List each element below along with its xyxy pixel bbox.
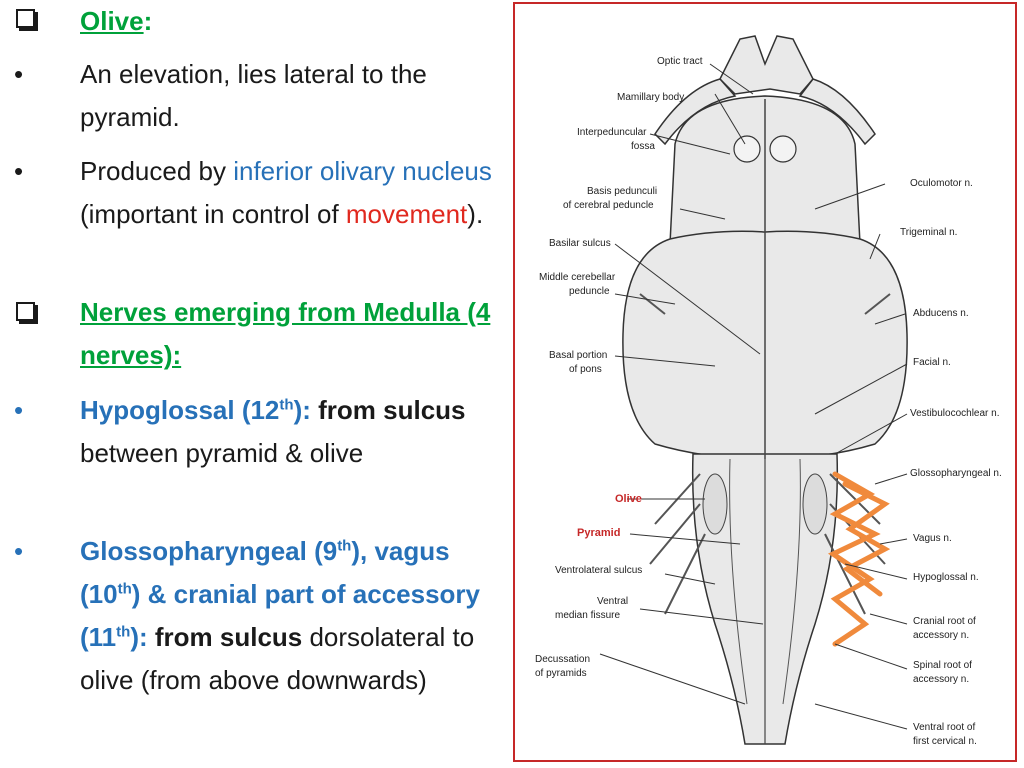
left-olive — [702, 473, 728, 535]
label-spinal-root-1: Spinal root of — [913, 660, 972, 671]
label-interpeduncular-1: Interpeduncular — [577, 127, 647, 138]
label-glossopharyngeal: Glossopharyngeal n. — [910, 468, 1002, 479]
label-vagus: Vagus n. — [913, 533, 952, 544]
glossopharyngeal-point-text: Glossopharyngeal (9th), vagus (10th) & c… — [80, 536, 481, 695]
label-decussation-1: Decussation — [535, 654, 591, 665]
olive-heading: Olive: — [80, 6, 153, 36]
brainstem-drawing — [599, 35, 908, 745]
label-basal-portion-1: Basal portion — [549, 350, 608, 361]
label-basis-pedunculi-1: Basis pedunculi — [587, 186, 658, 197]
olive-point-2-text: Produced by inferior olivary nucleus (im… — [80, 156, 492, 229]
hypoglossal-point-text: Hypoglossal (12th): from sulcus between … — [80, 395, 466, 468]
label-oculomotor: Oculomotor n. — [910, 178, 973, 189]
label-ventral-median-1: Ventral — [597, 596, 629, 607]
label-cranial-root-1: Cranial root of — [913, 616, 976, 627]
label-olive: Olive — [615, 493, 642, 505]
checkbox-bullet-icon — [16, 302, 35, 321]
label-abducens: Abducens n. — [913, 308, 969, 319]
right-trigeminal-stub — [864, 293, 891, 315]
label-basal-portion-2: of pons — [569, 364, 602, 375]
left-optic-tract — [654, 78, 737, 146]
left-trigeminal-stub — [639, 293, 666, 315]
highlighted-nerves — [827, 471, 891, 647]
label-hypoglossal: Hypoglossal n. — [913, 572, 979, 583]
nerves-heading: Nerves emerging from Medulla (4 nerves): — [80, 297, 491, 370]
label-ventrolateral-sulcus: Ventrolateral sulcus — [555, 565, 643, 576]
label-ventral-root-2: first cervical n. — [913, 736, 977, 747]
right-pyramid — [782, 458, 801, 705]
label-trigeminal: Trigeminal n. — [900, 227, 958, 238]
label-facial: Facial n. — [913, 357, 951, 368]
bullet-icon: • — [14, 395, 24, 425]
label-middle-cerebellar-2: peduncle — [569, 286, 610, 297]
label-pyramid: Pyramid — [577, 527, 621, 539]
label-optic-tract: Optic tract — [657, 56, 703, 67]
label-ventral-root-1: Ventral root of — [913, 722, 976, 733]
bullet-icon: • — [14, 59, 24, 89]
right-olive — [802, 473, 828, 535]
label-basilar-sulcus: Basilar sulcus — [549, 238, 611, 249]
label-basis-pedunculi-2: of cerebral peduncle — [563, 200, 654, 211]
checkbox-bullet-icon — [16, 9, 35, 28]
leader-lines — [599, 63, 908, 730]
label-vestibulocochlear: Vestibulocochlear n. — [910, 408, 1000, 419]
bullet-icon: • — [14, 536, 24, 566]
optic-chiasm-shape — [719, 35, 814, 95]
label-interpeduncular-2: fossa — [631, 141, 655, 152]
left-pyramid — [729, 458, 748, 705]
right-mamillary-body — [769, 135, 797, 163]
brainstem-figure: Optic tract Mamillary body Interpeduncul… — [513, 2, 1017, 762]
label-spinal-root-2: accessory n. — [913, 674, 970, 685]
label-decussation-2: of pyramids — [535, 668, 587, 679]
olive-point-1-text: An elevation, lies lateral to the pyrami… — [80, 59, 427, 132]
label-middle-cerebellar-1: Middle cerebellar — [539, 272, 616, 283]
bullet-icon: • — [14, 156, 24, 186]
label-ventral-median-2: median fissure — [555, 610, 621, 621]
left-mamillary-body — [733, 135, 761, 163]
label-mamillary-body: Mamillary body — [617, 92, 685, 103]
right-optic-tract — [798, 78, 876, 146]
label-cranial-root-2: accessory n. — [913, 630, 970, 641]
